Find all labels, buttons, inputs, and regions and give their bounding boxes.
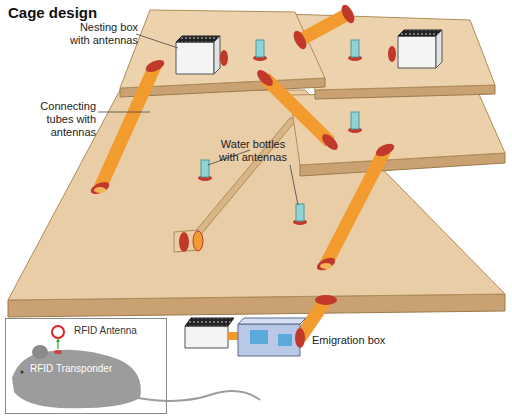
callout-label: Connecting tubes with antennas xyxy=(20,100,96,139)
inset-box: RFID AntennaRFID Transponder xyxy=(5,318,167,414)
inset-text: RFID Antenna xyxy=(74,325,137,337)
callout-label: Nesting box with antennas xyxy=(58,21,138,47)
inset-text: RFID Transponder xyxy=(30,363,112,375)
callout-label: Water bottles with antennas xyxy=(218,138,288,164)
callout-label: Emigration box xyxy=(312,334,402,347)
diagram-title: Cage design xyxy=(8,4,97,21)
